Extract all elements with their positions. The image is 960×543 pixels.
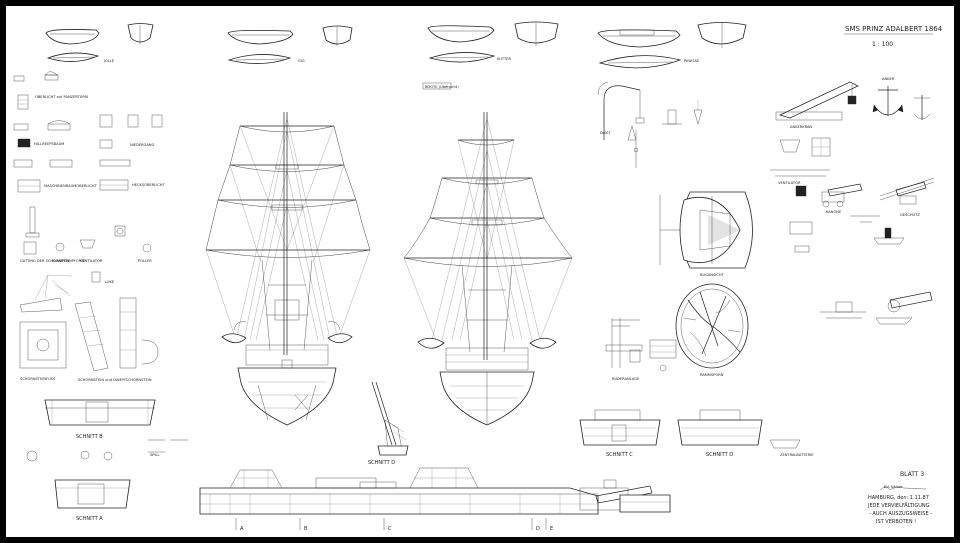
paper bbox=[6, 6, 954, 537]
label-fallreep: FALLREEPSBAUM bbox=[34, 142, 64, 146]
label-hecksoberlicht: HECKSOBERLICHT bbox=[132, 183, 165, 187]
label-ventilator: VENTILATOR bbox=[80, 259, 103, 263]
label-ruder: RUDERANLAGE bbox=[612, 377, 640, 381]
davit-details: DAVIT bbox=[597, 81, 703, 168]
boat-gig: GIG bbox=[227, 25, 353, 64]
boat-pinasse: PINASSE bbox=[597, 22, 747, 69]
label-spill: SPILL bbox=[150, 453, 160, 457]
schnitt-c: SCHNITT C bbox=[606, 452, 633, 458]
sheet-info-block: BLATT 3 Bd. Kähler HAMBURG, den: 1.11.87… bbox=[867, 471, 932, 525]
label-anker: ANKER bbox=[882, 77, 895, 81]
sheet-number: BLATT 3 bbox=[900, 471, 924, 478]
label-gatting: GATTING DER SCHORNSTEINPFORTE bbox=[20, 259, 86, 263]
bow-view-rigging bbox=[403, 112, 573, 426]
bowsprit-detail: SCHNITT D bbox=[368, 381, 409, 466]
label-klampen: KLAMPEN bbox=[52, 259, 69, 263]
ram-section: RAMMSPORN bbox=[675, 283, 749, 377]
section-views-right: SCHNITT C SCHNITT D ZENTRALBATTERIE bbox=[579, 409, 814, 458]
label-zentralbatterie: ZENTRALBATTERIE bbox=[780, 453, 814, 457]
copy-notice-1: JEDE VERVIELFÄLTIGUNG bbox=[867, 502, 930, 509]
svg-text:C: C bbox=[388, 526, 392, 532]
bow-plan-view: BUGANSICHT bbox=[659, 191, 753, 277]
label-pinasse: PINASSE bbox=[684, 59, 700, 63]
label-kutter: KUTTER bbox=[497, 57, 511, 61]
signature: Bd. Kähler bbox=[884, 485, 903, 489]
anchor-crane: ANKERKRAN ANKER bbox=[775, 77, 931, 129]
svg-text:A: A bbox=[240, 526, 244, 532]
rudder-detail: RUDERANLAGE bbox=[605, 318, 677, 381]
svg-text:D: D bbox=[536, 526, 540, 532]
schnitt-d: SCHNITT D bbox=[368, 460, 395, 466]
place-date: HAMBURG, den: 1.11.87 bbox=[868, 495, 929, 501]
right-fittings: VENTILATOR KANONE GESCHÜTZ bbox=[770, 137, 935, 325]
label-jolle: JOLLE bbox=[103, 59, 115, 63]
title-block: SMS PRINZ ADALBERT 1864 1 : 100 bbox=[844, 25, 943, 48]
schnitt-d-right: SCHNITT D bbox=[706, 452, 733, 458]
label-maschinen: MASCHINENRAUMOBERLICHT bbox=[44, 184, 98, 188]
left-details: OBERLICHT auf PANZERTURM FALLREEPSBAUM M… bbox=[13, 70, 188, 522]
schnitt-a-left: SCHNITT A bbox=[76, 516, 103, 522]
label-davit: DAVIT bbox=[600, 131, 611, 135]
section-marker-d: D bbox=[531, 518, 540, 532]
copy-notice-3: IST VERBOTEN ! bbox=[876, 519, 916, 525]
label-oberlicht: OBERLICHT auf PANZERTURM bbox=[35, 95, 88, 99]
label-luke: LUKE bbox=[105, 280, 115, 284]
label-poller: POLLER bbox=[138, 259, 152, 263]
copy-notice-2: - AUCH AUSZUGSWEISE - bbox=[869, 511, 932, 517]
boat-kutter: KUTTER BOOTE (Übersicht) bbox=[422, 21, 559, 90]
label-schornstein: SCHORNSTEINFUSS bbox=[20, 377, 56, 381]
drawing-scale: 1 : 100 bbox=[872, 41, 893, 48]
label-niedergang: NIEDERGANG bbox=[130, 143, 154, 147]
ship-name: SMS PRINZ ADALBERT 1864 bbox=[845, 25, 943, 33]
section-marker-a: A bbox=[235, 518, 244, 532]
label-bugansicht: BUGANSICHT bbox=[700, 273, 725, 277]
section-marker-e: E bbox=[545, 518, 553, 532]
label-rammsporn: RAMMSPORN bbox=[700, 373, 724, 377]
boat-jolle: JOLLE bbox=[45, 23, 154, 63]
label-gig: GIG bbox=[298, 59, 305, 63]
svg-text:B: B bbox=[304, 526, 308, 532]
section-marker-b: B bbox=[299, 518, 308, 532]
section-marker-c: C bbox=[383, 518, 392, 532]
label-schornstein-ansicht: SCHORNSTEIN und DAMPFSCHORNSTEIN bbox=[78, 378, 152, 382]
label-kanone: KANONE bbox=[826, 210, 842, 214]
stern-view-rigging bbox=[205, 112, 371, 426]
label-ankerkran: ANKERKRAN bbox=[790, 125, 812, 129]
label-ventilator-right: VENTILATOR bbox=[778, 181, 801, 185]
svg-text:E: E bbox=[550, 526, 553, 532]
label-geschuetz: GESCHÜTZ bbox=[900, 212, 920, 217]
schnitt-b-left: SCHNITT B bbox=[76, 434, 103, 440]
longitudinal-section: A B C D E bbox=[199, 467, 671, 532]
label-boote: BOOTE (Übersicht) bbox=[425, 84, 459, 89]
